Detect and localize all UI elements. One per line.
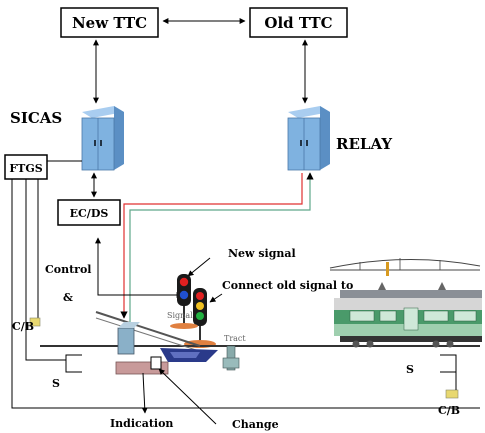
s-right-bracket — [440, 354, 457, 373]
sicas-label: SICAS — [10, 109, 62, 127]
amp-label: & — [63, 291, 73, 304]
new-ttc-box: New TTC — [60, 7, 159, 38]
new-signal-pointer — [187, 257, 211, 277]
relay-label: RELAY — [336, 135, 392, 153]
s-left-label: S — [52, 377, 60, 390]
new-signal-label: New signal — [228, 247, 296, 260]
indication-arrow — [141, 372, 148, 414]
ecds-box: EC/DS — [57, 199, 121, 226]
connect-old-signal-label: Connect old signal to — [222, 279, 353, 292]
train-icon — [334, 282, 482, 348]
signal-tag: Signal — [167, 311, 193, 320]
old-ttc-box: Old TTC — [249, 7, 348, 38]
indication-contact-box — [150, 356, 162, 370]
new-signal-base — [170, 323, 198, 329]
indication-label: Indication — [110, 417, 173, 430]
track-branch-rail-2 — [95, 317, 197, 351]
relay-red-wire — [120, 173, 303, 319]
control-label: Control — [45, 263, 91, 276]
relay-server-icon — [287, 106, 330, 171]
old-signal-icon — [193, 288, 207, 343]
s-left-bracket — [65, 354, 82, 373]
ftgs-box: FTGS — [4, 154, 48, 180]
trackside-device-icon — [222, 345, 240, 371]
catenary-icon — [329, 258, 481, 276]
change-label: Change — [232, 418, 279, 431]
new-ttc-label: New TTC — [72, 14, 147, 32]
cb-right-icon — [445, 389, 459, 399]
change-arrow — [158, 368, 217, 425]
ftgs-inner-loop — [25, 179, 66, 361]
sicas-server-icon — [81, 106, 124, 171]
ftgs-outer-loop — [11, 179, 480, 409]
cb-left-icon — [29, 317, 41, 327]
new-signal-icon — [177, 274, 191, 325]
cb-left-label: C/B — [12, 320, 34, 333]
switch-mechanism-icon — [160, 348, 218, 362]
track-branch-rail — [95, 311, 201, 347]
s-right-label: S — [406, 363, 414, 376]
old-ttc-label: Old TTC — [264, 14, 332, 32]
cb-right-label: C/B — [438, 404, 460, 417]
track-label: Tract — [224, 334, 246, 343]
control-wire — [95, 237, 182, 296]
old-signal-pointer — [209, 293, 223, 303]
ftgs-label: FTGS — [9, 162, 42, 175]
ecds-label: EC/DS — [70, 207, 109, 220]
